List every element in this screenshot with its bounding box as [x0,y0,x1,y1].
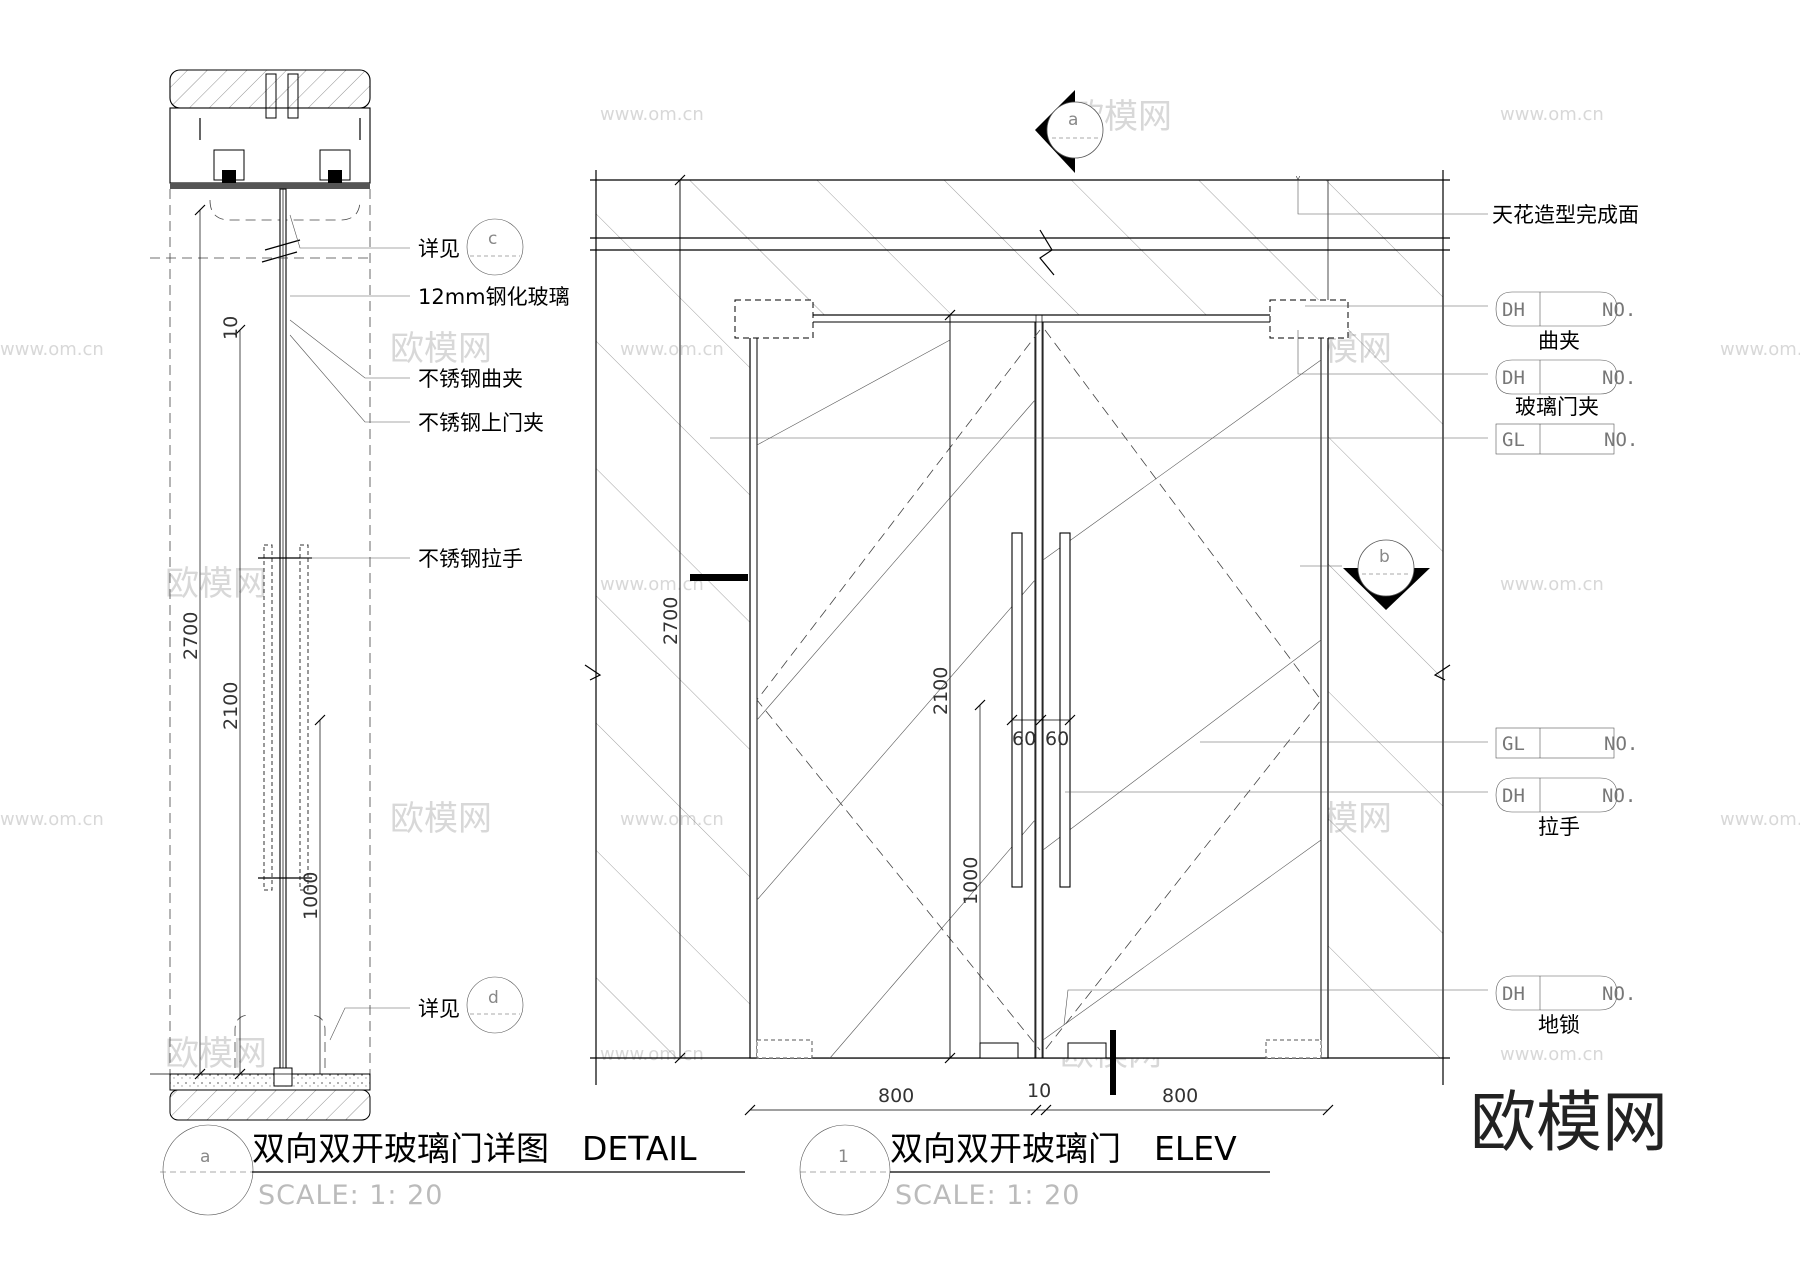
dim-total: 2700 [180,612,202,660]
handle-right [1059,532,1071,888]
tag-glass-2: GL NO. [1495,727,1638,759]
detail-marker-d [466,976,524,1034]
ceiling-label: 天花造型完成面 [1492,203,1639,227]
dim-gap: 10 [1027,1080,1051,1102]
tag-glass-clamp: DH NO. 玻璃门夹 [1495,359,1636,419]
right-leaf [1042,321,1322,1059]
elevation-title: 双向双开玻璃门 ELEV [890,1129,1237,1168]
callout-curved-clamp: 不锈钢曲夹 [418,367,523,391]
tag-no: NO. [1602,983,1636,1005]
dim-leaf-left: 800 [878,1085,914,1107]
section-marker-a: a [1035,90,1104,173]
tag-no: NO. [1602,785,1636,807]
tag-name: 地锁 [1538,1013,1580,1037]
tag-no: NO. [1604,733,1638,755]
floor-slab [169,1089,371,1121]
floor-finish [169,1073,371,1091]
title-marker-1 [799,1124,891,1216]
left-leaf [756,321,1036,1059]
tag-code: DH [1502,367,1525,389]
tag-curved-clamp: DH NO. 曲夹 [1495,291,1636,353]
dim-handle-gap-left: 60 [1012,728,1036,750]
handle-left [1011,532,1023,888]
watermark-url: www.om.cn [1720,339,1800,360]
section-marker-b-label: b [1379,547,1390,567]
detail-leaders [289,214,410,1041]
dim-handle-gap-right: 60 [1045,728,1069,750]
watermark-url: www.om.cn [1720,809,1800,830]
detail-title: 双向双开玻璃门详图 DETAIL [252,1129,697,1168]
tag-floor-lock: DH NO. 地锁 [1495,975,1636,1037]
tag-no: NO. [1602,299,1636,321]
callout-top-clamp: 不锈钢上门夹 [418,411,544,435]
top-clamp-left [734,299,814,339]
dim-door-height: 2100 [930,667,952,715]
title-marker-a [162,1124,254,1216]
tag-code: DH [1502,299,1525,321]
callout-glass: 12mm钢化玻璃 [418,285,570,309]
tag-code: GL [1502,429,1525,451]
detail-dimensions: 2700 2100 10 1000 [180,204,326,1080]
callout-see-detail-d: 详见 [418,997,460,1021]
title-marker-a-label: a [200,1147,210,1167]
title-marker-1-label: 1 [838,1147,849,1167]
tag-code: DH [1502,983,1525,1005]
watermark-brand: 欧模网 [165,564,267,604]
boundary-dash [169,189,371,1090]
tag-code: DH [1502,785,1525,807]
tag-no: NO. [1604,429,1638,451]
dim-handle-height: 1000 [960,857,982,905]
watermark-brand: 欧模网 [390,329,492,369]
tag-code: GL [1502,733,1525,755]
top-clamp-assembly [170,73,370,189]
watermark-url: www.om.cn [1500,1044,1604,1065]
door-opening [749,314,1329,1059]
handle-section [258,544,312,891]
elevation-view: a b 2700 2100 1000 60 60 800 10 [584,90,1639,1216]
detail-marker-c-label: c [488,229,497,249]
section-detail: 2700 2100 10 1000 详见 c 12mm钢化玻璃 不锈钢曲夹 不锈… [150,69,745,1216]
tag-name: 曲夹 [1538,329,1580,353]
brand-logo: 欧模网 [1470,1084,1668,1161]
watermark-url: www.om.cn [0,809,104,830]
dim-height: 2700 [660,597,682,645]
watermark-brand: 欧模网 [165,1034,267,1074]
detail-marker-d-label: d [488,988,499,1008]
elevation-dimensions: 2700 2100 1000 60 60 800 10 800 [660,174,1334,1116]
dim-door: 2100 [220,682,242,730]
section-marker-b: b [1343,539,1430,610]
ceiling-slab [169,69,371,109]
floor-lock-right [1067,1042,1107,1059]
elevation-scale: SCALE: 1: 20 [895,1180,1080,1211]
top-clamp-right [1269,299,1349,339]
cut-marker-bottom [1110,1030,1116,1095]
dim-leaf-right: 800 [1162,1085,1198,1107]
right-swing [1044,329,1322,1051]
callout-see-detail-c: 详见 [418,237,460,261]
tag-handle: DH NO. 拉手 [1495,777,1636,839]
floor-lock-left [979,1042,1019,1059]
tag-glass-1: GL NO. [1495,423,1638,455]
detail-scale: SCALE: 1: 20 [258,1180,443,1211]
watermark-url: www.om.cn [1500,574,1604,595]
tag-name: 拉手 [1538,815,1580,839]
dim-top-gap: 10 [220,316,242,340]
callout-handle: 不锈钢拉手 [418,547,523,571]
watermark-brand: 欧模网 [390,799,492,839]
tag-no: NO. [1602,367,1636,389]
dim-handle: 1000 [300,872,322,920]
tag-name: 玻璃门夹 [1515,395,1599,419]
watermark-url: www.om.cn [1500,104,1604,125]
left-swing [756,329,1041,1051]
cut-marker-left [690,574,748,581]
detail-marker-c [466,218,524,276]
elevation-leaders [710,180,1488,1026]
watermark-url: www.om.cn [600,104,704,125]
section-marker-a-label: a [1068,110,1078,130]
watermark-url: www.om.cn [0,339,104,360]
